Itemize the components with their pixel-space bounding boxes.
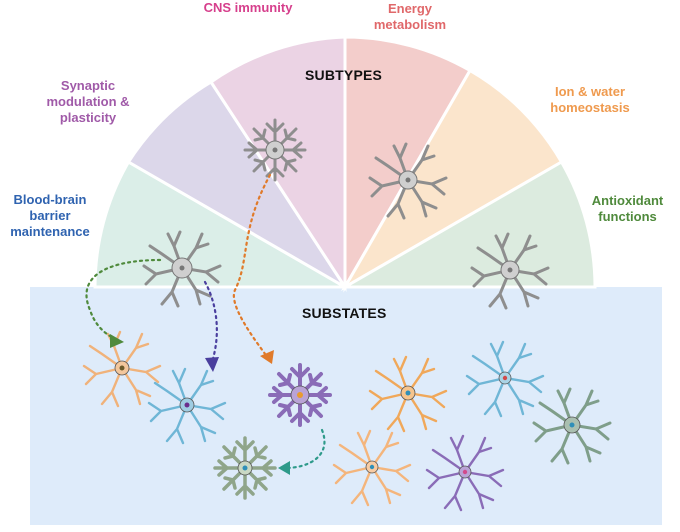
substates-background <box>30 287 662 525</box>
label-antioxidant: Antioxidant functions <box>580 193 675 225</box>
label-synaptic: Synaptic modulation & plasticity <box>28 78 148 126</box>
label-synaptic-line3: plasticity <box>59 110 117 125</box>
label-bbb-line2: barrier <box>29 208 71 223</box>
label-antiox-line2: functions <box>598 209 657 224</box>
label-bbb-line3: maintenance <box>10 224 90 239</box>
wedge-ion-water <box>340 68 564 292</box>
transition-arrows <box>85 173 326 470</box>
label-bbb: Blood-brain barrier maintenance <box>0 192 100 240</box>
wedge-energy <box>343 35 473 293</box>
label-synaptic-line2: modulation & <box>46 94 130 109</box>
wedge-synaptic <box>126 79 347 289</box>
label-energy-line2: metabolism <box>373 17 447 32</box>
label-antiox-line1: Antioxidant <box>591 193 664 208</box>
wedge-bbb <box>93 159 351 289</box>
subtypes-fan <box>93 35 597 293</box>
label-synaptic-line1: Synaptic <box>60 78 116 93</box>
label-cns-immunity: CNS immunity <box>188 0 308 16</box>
arrow-purple <box>203 280 218 364</box>
label-ion-line2: homeostasis <box>550 100 630 115</box>
wedge-antioxidant <box>339 159 597 289</box>
wedge-cns-immunity <box>208 35 347 293</box>
arrow-green <box>85 258 162 342</box>
subtypes-title: SUBTYPES <box>305 67 383 83</box>
label-ion-line1: Ion & water <box>554 84 626 99</box>
substates-title: SUBSTATES <box>302 305 387 321</box>
label-energy-line1: Energy <box>387 1 433 16</box>
label-bbb-line1: Blood-brain <box>13 192 87 207</box>
label-cns-immunity-text: CNS immunity <box>203 0 293 15</box>
arrow-teal <box>283 428 326 470</box>
arrow-orange <box>232 173 272 360</box>
label-ion-water: Ion & water homeostasis <box>530 84 650 116</box>
label-energy-metabolism: Energy metabolism <box>360 1 460 33</box>
arrow-heads <box>110 334 290 475</box>
